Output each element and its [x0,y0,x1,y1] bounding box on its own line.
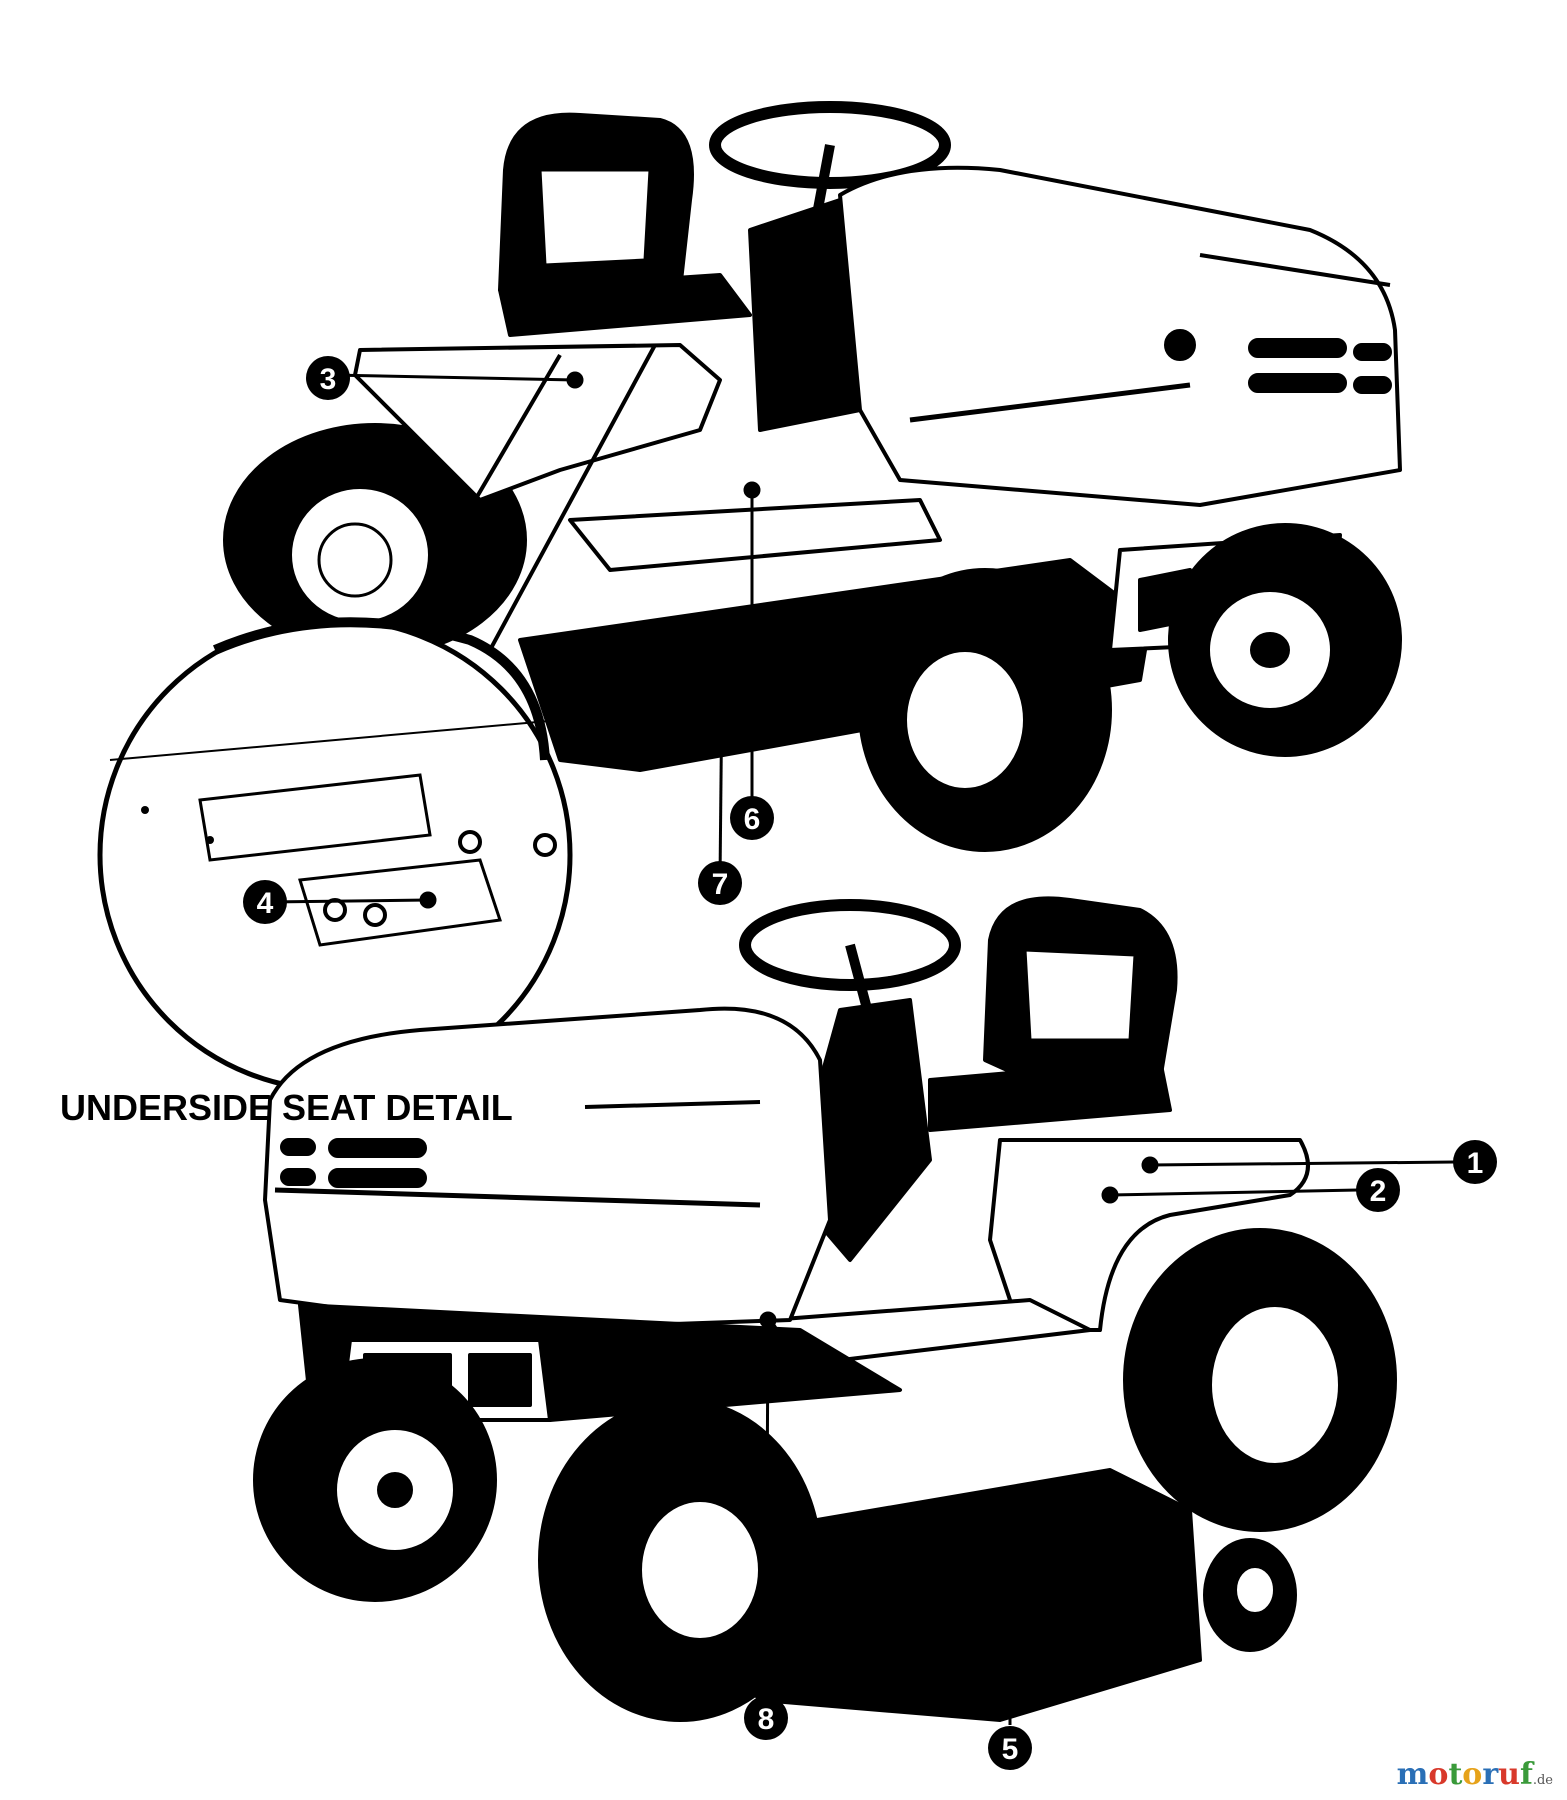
bottom-tractor [253,896,1397,1722]
callout-2-label: 2 [1370,1175,1387,1208]
watermark-logo: motoruf.de [1397,1757,1553,1792]
top-rear-fender [353,343,722,502]
top-footrest [568,498,942,572]
bottom-front-wheel-right [538,1398,822,1722]
callout-7-label: 7 [712,868,729,901]
watermark-letter: o [1462,1757,1483,1792]
top-tractor [223,101,1402,852]
callout-6-label: 6 [744,803,761,836]
top-steering-wheel [709,101,951,189]
leader-lines [267,371,1456,1725]
bottom-front-wheel-left [253,1358,497,1602]
top-hood [838,165,1402,507]
watermark-suffix: .de [1532,1773,1553,1788]
watermark-letter: u [1498,1757,1520,1792]
callout-1: 1 [1453,1140,1497,1184]
callout-2: 2 [1356,1168,1400,1212]
underside-seat-detail [97,344,657,1093]
callout-5-label: 5 [1002,1733,1019,1766]
callout-8: 8 [744,1696,788,1740]
underside-seat-detail-label: UNDERSIDE SEAT DETAIL [60,1087,513,1128]
top-front-wheel-right [1168,523,1402,757]
bottom-seat-cushion [928,1058,1172,1132]
top-seat-cushion [498,273,752,337]
callout-7: 7 [698,861,742,905]
watermark-letter: f [1519,1757,1533,1792]
watermark-letter: o [1428,1757,1449,1792]
callout-3: 3 [306,356,350,400]
watermark-letter: r [1482,1757,1499,1792]
callout-1-label: 1 [1467,1147,1484,1180]
bottom-hood [263,1006,832,1332]
top-front-wheel-left [858,568,1112,852]
callout-3-label: 3 [320,363,337,396]
bottom-rear-wheel [1123,1228,1397,1532]
callout-6: 6 [730,796,774,840]
top-rear-wheel [223,423,527,657]
callout-5: 5 [988,1726,1032,1770]
callout-4: 4 [243,880,287,924]
callout-8-label: 8 [758,1703,775,1736]
watermark-letter: m [1396,1757,1429,1792]
callout-4-label: 4 [257,887,274,920]
bottom-steering-wheel [739,899,961,991]
watermark-letter: t [1448,1757,1463,1792]
